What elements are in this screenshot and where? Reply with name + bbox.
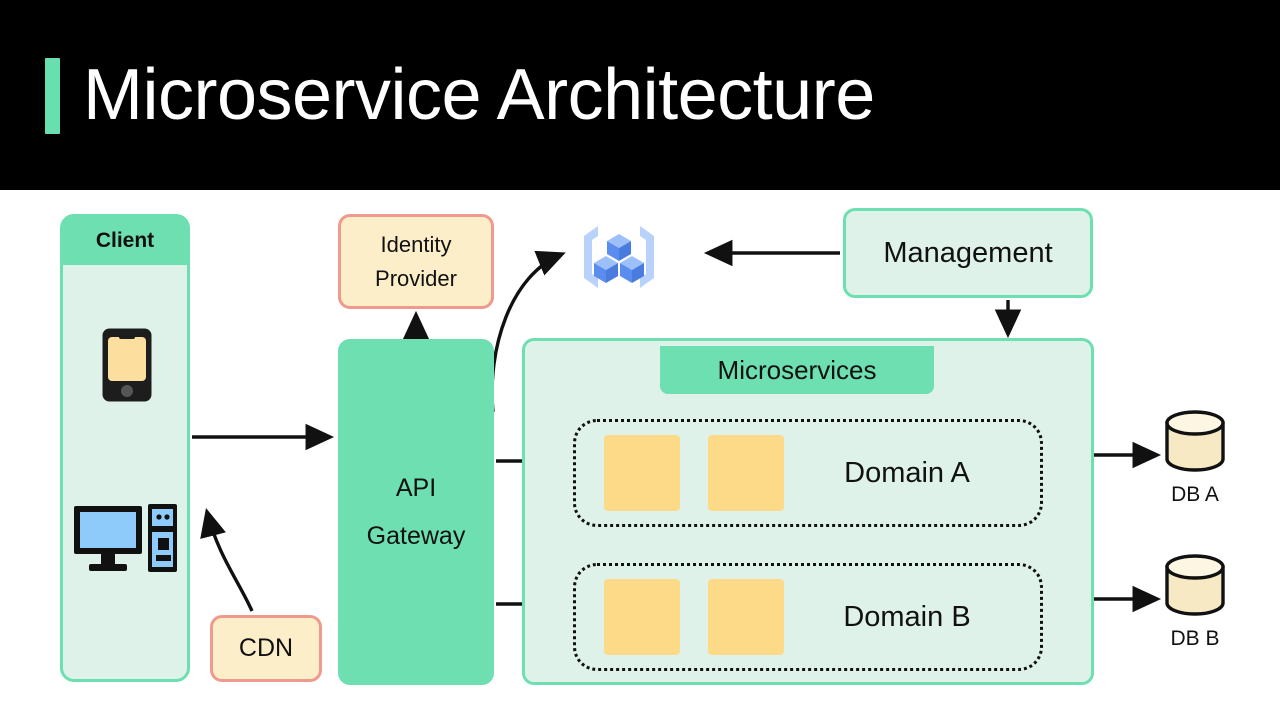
cdn-label: CDN <box>238 634 294 662</box>
service-square[interactable] <box>708 579 784 655</box>
service-square[interactable] <box>604 579 680 655</box>
client-box[interactable]: Client <box>60 214 190 682</box>
identity-provider-label-line1: Identity <box>380 231 452 257</box>
cdn-box[interactable]: CDN <box>210 615 322 682</box>
api-gateway-box[interactable]: API Gateway <box>338 339 494 685</box>
title-accent-bar <box>45 58 60 134</box>
mobile-phone-icon <box>101 327 153 408</box>
database-a-label: DB A <box>1171 483 1219 506</box>
domain-b-group[interactable]: Domain B <box>573 563 1043 671</box>
identity-provider-label-line2: Provider <box>375 265 457 291</box>
slide-header: Microservice Architecture <box>0 0 1280 190</box>
database-a[interactable]: DB A <box>1155 410 1235 507</box>
page-title: Microservice Architecture <box>83 55 875 135</box>
desktop-computer-icon <box>71 502 179 579</box>
database-cylinder-icon <box>1165 410 1225 472</box>
database-cylinder-icon <box>1165 554 1225 616</box>
domain-a-group[interactable]: Domain A <box>573 419 1043 527</box>
management-label: Management <box>883 236 1053 269</box>
container-cluster-icon <box>578 222 660 297</box>
microservices-panel[interactable]: Microservices Domain A Domain B <box>522 338 1094 685</box>
identity-provider-box[interactable]: Identity Provider <box>338 214 494 309</box>
arrow-cdn-to-client <box>200 508 254 612</box>
service-square[interactable] <box>708 435 784 511</box>
database-b[interactable]: DB B <box>1155 554 1235 651</box>
database-b-label: DB B <box>1170 627 1220 650</box>
api-gateway-label-line1: API <box>395 474 437 502</box>
microservices-label: Microservices <box>717 354 877 385</box>
client-label: Client <box>95 229 155 252</box>
client-box-header: Client <box>63 217 187 265</box>
domain-a-label: Domain A <box>844 456 970 489</box>
service-square[interactable] <box>604 435 680 511</box>
domain-b-label: Domain B <box>843 600 971 633</box>
management-box[interactable]: Management <box>843 208 1093 298</box>
api-gateway-label-line2: Gateway <box>366 522 466 550</box>
microservices-panel-header: Microservices <box>660 346 934 394</box>
